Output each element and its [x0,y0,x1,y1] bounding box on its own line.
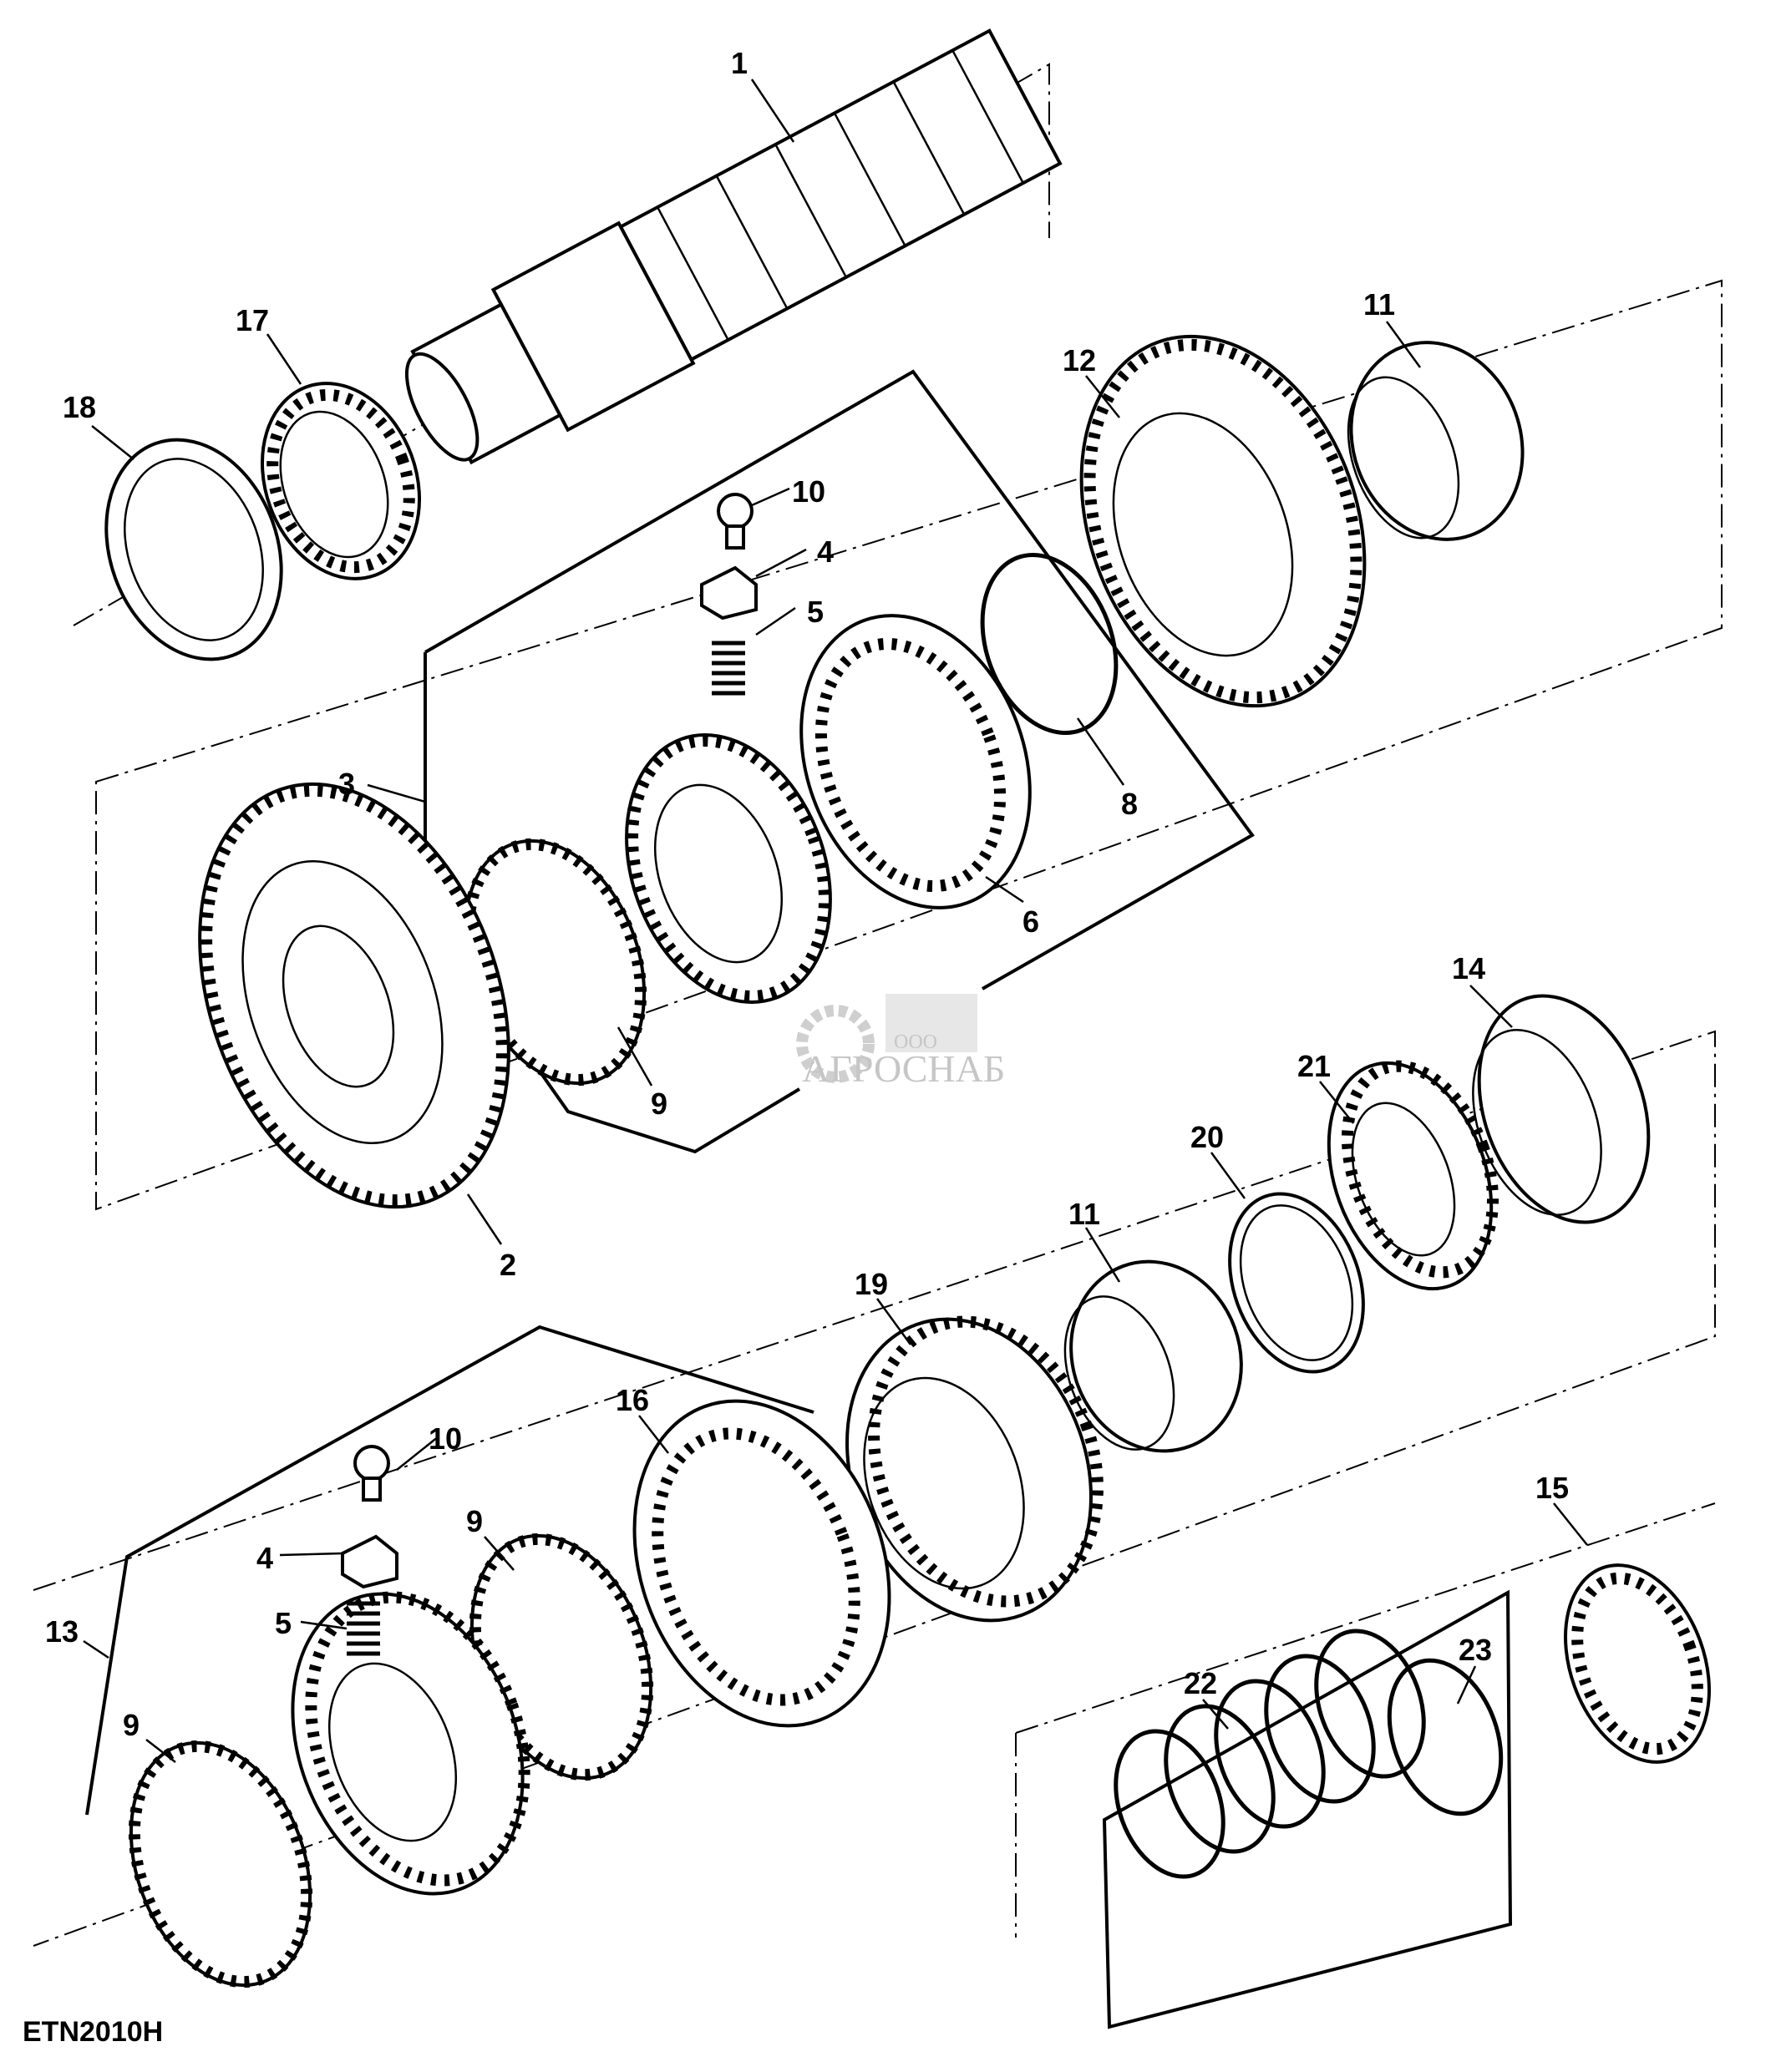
callout-5: 5 [807,595,824,629]
springs-22 [1114,1629,1426,1879]
callout-11: 11 [1363,287,1395,322]
callout-8: 8 [1121,787,1138,821]
callout-4: 4 [817,534,834,569]
ring-15 [1564,1563,1711,1764]
callout-4-lower: 4 [256,1541,273,1575]
assembly-13-frame [85,1325,814,1816]
callout-1: 1 [731,46,748,80]
callout-12: 12 [1063,343,1096,377]
callout-21: 21 [1297,1049,1331,1083]
callout-5-lower: 5 [275,1606,292,1640]
shaft-part-1 [404,28,1063,465]
bushing-11-lower [1069,1259,1243,1453]
callout-18: 18 [63,390,96,424]
callout-9-lower: 9 [123,1708,140,1742]
svg-text:АГРОСНАБ: АГРОСНАБ [802,1047,1005,1090]
callout-6: 6 [1022,904,1039,939]
leader-lines [83,79,1588,1763]
assembly-3-frame [424,369,1255,1154]
callout-19: 19 [855,1267,888,1301]
callout-3: 3 [338,767,355,801]
callout-23: 23 [1459,1633,1492,1667]
watermark-logo: ООО АГРОСНАБ [796,994,1005,1090]
callout-10-lower: 10 [429,1421,462,1456]
figure-code: ETN2010H [23,2016,163,2048]
callout-labels: 1 17 18 10 4 5 12 11 3 8 6 9 2 14 21 20 … [45,46,1569,1742]
snap-ring-8 [980,552,1119,736]
callout-2: 2 [500,1248,516,1282]
callout-22: 22 [1184,1666,1217,1700]
assembly-22-frame [1102,1589,1513,2029]
washer-20 [1228,1192,1365,1374]
callout-10: 10 [792,474,825,509]
callout-13: 13 [45,1614,79,1649]
bushing-11-upper [1349,341,1525,541]
svg-text:ООО: ООО [894,1031,937,1053]
detent-parts-lower [341,1445,398,1656]
callout-15: 15 [1535,1471,1569,1505]
detent-parts-upper [700,493,758,696]
callout-9-middle: 9 [466,1504,483,1538]
callout-11-lower: 11 [1068,1197,1100,1231]
callout-17: 17 [236,303,269,337]
callout-14: 14 [1452,951,1485,985]
bearing-cup-14 [1477,994,1651,1224]
callout-20: 20 [1190,1120,1224,1154]
snap-ring-23 [1387,1658,1504,1816]
callout-9: 9 [651,1087,667,1121]
callout-16: 16 [616,1383,649,1417]
